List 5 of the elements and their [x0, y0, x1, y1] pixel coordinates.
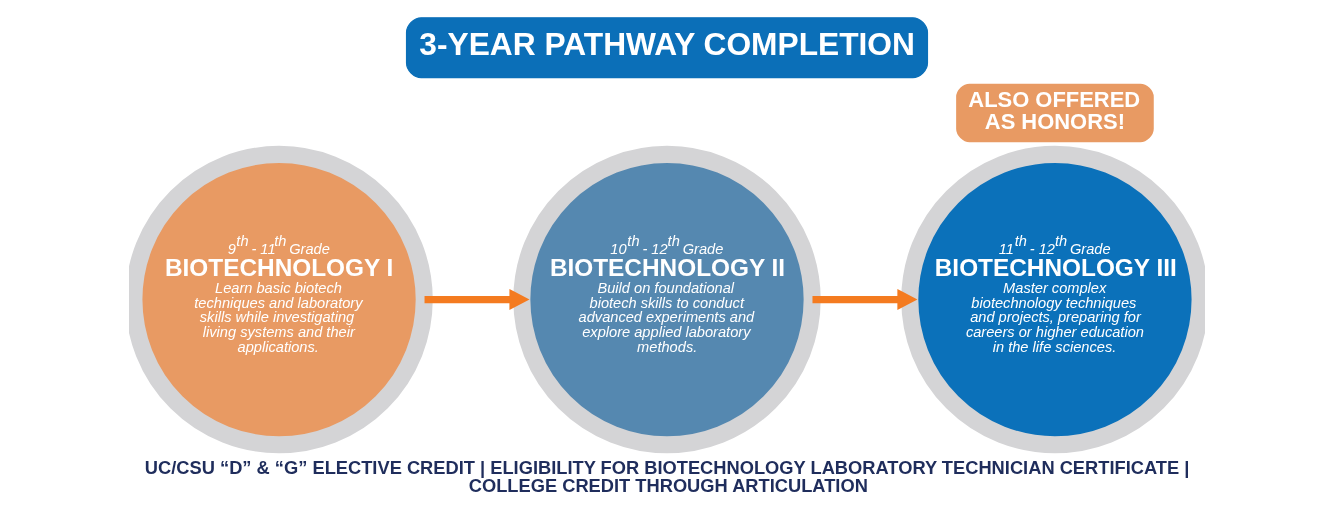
arrow	[424, 289, 530, 311]
diagram-title: 3-YEAR PATHWAY COMPLETION	[419, 25, 915, 62]
node-box: ALSO OFFERED AS HONORS!	[953, 81, 1157, 145]
arrow	[812, 289, 918, 311]
label: UC/CSU “D” & “G” ELECTIVE CREDIT | ELIGIBILITY FOR BIOTECHNOLOGY LABORATORY TECHNICIAN CERTIFICATE | COLLEGE CREDIT THROUGH ARTICULATION	[144, 457, 1190, 497]
